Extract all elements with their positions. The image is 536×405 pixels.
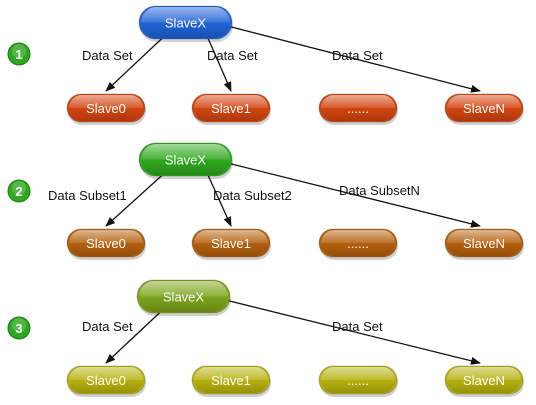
edge-arrow [206,36,232,92]
master-node-slavex-label: SlaveX [163,290,205,305]
slave-node-label: Slave1 [211,373,251,388]
section-number-badge: 1 [7,42,31,66]
slave-node-label: SlaveN [463,236,505,251]
slave-node: ...... [318,93,398,125]
slave-node: ...... [318,365,398,397]
master-node-slavex: SlaveX [138,142,233,179]
edge-arrow [105,310,162,364]
section-number-badge: 3 [7,316,31,340]
edge-arrow [105,36,164,92]
slave-node: Slave0 [66,365,146,397]
edge-label: Data Set [332,319,383,334]
section-number: 1 [15,47,22,62]
master-node-slavex: SlaveX [136,279,231,316]
section-number: 3 [15,321,22,336]
edge-label: Data Subset1 [48,188,127,203]
master-node-slavex-label: SlaveX [165,153,207,168]
edge-arrow [229,162,481,228]
slave-node-label: ...... [347,236,369,251]
slave-node: ...... [318,228,398,260]
master-node-slavex-label: SlaveX [165,16,207,31]
slave-node: SlaveN [444,93,524,125]
edge-arrow [206,173,232,227]
slave-node-label: ...... [347,373,369,388]
edge-label: Data Set [332,48,383,63]
slave-node-label: SlaveN [463,373,505,388]
slave-node-label: Slave0 [86,373,126,388]
slave-node: Slave1 [191,93,271,125]
slave-node: SlaveN [444,365,524,397]
slave-node-label: Slave0 [86,101,126,116]
edge-label: Data SubsetN [339,183,420,198]
slave-node-label: SlaveN [463,101,505,116]
master-node-slavex: SlaveX [138,5,233,42]
slave-node-label: Slave0 [86,236,126,251]
slave-node: SlaveN [444,228,524,260]
edge-arrow [105,173,164,227]
slave-node-label: Slave1 [211,236,251,251]
slave-node: Slave1 [191,365,271,397]
edge-label: Data Set [82,48,133,63]
edge-arrow [229,25,481,93]
edge-label: Data Set [207,48,258,63]
section-number-badge: 2 [7,179,31,203]
edge-label: Data Subset2 [213,188,292,203]
slave-node: Slave1 [191,228,271,260]
edge-arrow [227,299,481,365]
slave-node-label: Slave1 [211,101,251,116]
slave-node: Slave0 [66,228,146,260]
section-number: 2 [15,184,22,199]
slave-node-label: ...... [347,101,369,116]
edge-label: Data Set [82,319,133,334]
slave-node: Slave0 [66,93,146,125]
